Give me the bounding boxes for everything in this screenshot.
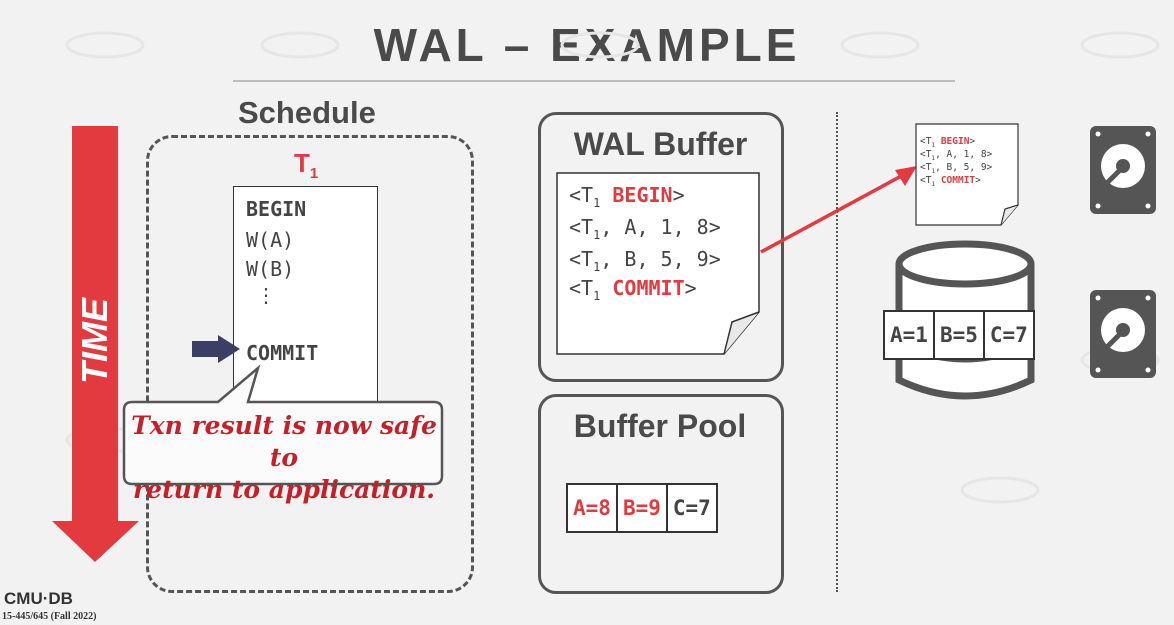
op-write-a: W(A) bbox=[246, 228, 295, 252]
hard-drive-icon bbox=[1090, 290, 1156, 378]
disk-log-records: <T1 BEGIN> <T1, A, 1, 8> <T1, B, 5, 9> <… bbox=[916, 124, 1018, 226]
cmu-db-logo: CMU·DB bbox=[4, 589, 73, 608]
slide-title: WAL – EXAMPLE bbox=[373, 19, 801, 71]
disk-cell-c: C=7 bbox=[989, 323, 1028, 347]
time-label: TIME bbox=[74, 298, 115, 384]
transaction-subscript: 1 bbox=[309, 165, 319, 183]
disk-log-record: <T1, B, 5, 9> bbox=[920, 162, 993, 175]
disk-cell-a: A=1 bbox=[885, 312, 935, 358]
buffer-pool-cells: A=8 B=9 C=7 bbox=[566, 483, 718, 533]
wal-record: <T1, A, 1, 8> bbox=[569, 215, 721, 242]
disk-log-record: <T1, A, 1, 8> bbox=[920, 149, 993, 162]
buffer-cell-c: C=7 bbox=[672, 496, 711, 520]
op-begin: BEGIN bbox=[246, 197, 307, 221]
schedule-label: Schedule bbox=[238, 95, 376, 130]
wal-log-records: <T1 BEGIN> <T1, A, 1, 8> <T1, B, 5, 9> <… bbox=[557, 173, 759, 353]
transaction-name: T bbox=[294, 148, 310, 178]
disk-log-record: <T1 BEGIN> bbox=[920, 136, 976, 149]
buffer-pool-title: Buffer Pool bbox=[573, 408, 747, 444]
callout-bubble bbox=[122, 364, 444, 486]
wal-record: <T1, B, 5, 9> bbox=[569, 247, 721, 274]
transaction-label: T1 bbox=[294, 148, 318, 182]
course-label: 15-445/645 (Fall 2022) bbox=[2, 611, 97, 622]
callout-line-2: return to application. bbox=[133, 475, 435, 504]
callout-text: Txn result is now safe to return to appl… bbox=[128, 410, 440, 506]
disk-log-page bbox=[915, 123, 1019, 226]
disk-log-record: <T1 COMMIT> bbox=[920, 175, 981, 188]
callout-line-1: Txn result is now safe to bbox=[131, 411, 437, 472]
flush-arrow bbox=[760, 166, 917, 254]
wal-record: <T1 COMMIT> bbox=[569, 276, 697, 303]
time-arrow bbox=[52, 126, 139, 562]
op-ellipsis: ⋮ bbox=[256, 283, 276, 307]
buffer-cell-a: A=8 bbox=[568, 485, 618, 531]
title-divider bbox=[233, 80, 955, 82]
disk-cell-b: B=5 bbox=[935, 312, 985, 358]
wal-log-page bbox=[556, 172, 760, 355]
disk-pages: A=1 B=5 C=7 bbox=[883, 310, 1035, 360]
wal-buffer-title: WAL Buffer bbox=[573, 126, 748, 162]
current-step-arrow-icon bbox=[192, 335, 240, 363]
buffer-cell-b: B=9 bbox=[618, 485, 668, 531]
wal-record: <T1 BEGIN> bbox=[569, 183, 685, 210]
memory-disk-divider bbox=[836, 112, 838, 592]
schedule-container bbox=[146, 135, 474, 593]
op-write-b: W(B) bbox=[246, 257, 295, 281]
op-commit: COMMIT bbox=[246, 341, 319, 365]
hard-drive-icon bbox=[1090, 126, 1156, 214]
